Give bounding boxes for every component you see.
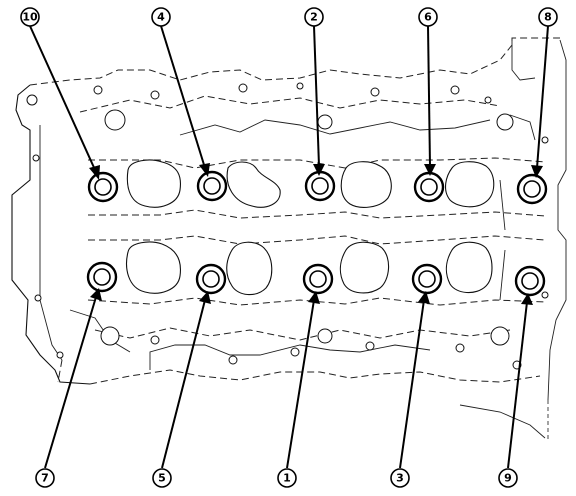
head-bolt (87, 171, 119, 203)
port-shapes (126, 159, 495, 296)
top-callouts: 10 4 2 6 8 (20, 7, 558, 27)
bottom-callouts: 7 5 1 3 9 (35, 468, 518, 488)
leader-arrow (399, 291, 430, 469)
callout-number: 10 (22, 11, 38, 24)
leader-arrow (44, 288, 102, 469)
head-bolt (304, 170, 336, 202)
callout-badge: 4 (151, 7, 171, 27)
head-bolt (411, 263, 443, 295)
callout-number: 5 (158, 472, 166, 485)
callout-number: 8 (544, 11, 552, 24)
leader-arrow (313, 25, 325, 176)
head-bolt (86, 261, 118, 293)
head-bolt (516, 173, 548, 205)
leader-arrows (29, 25, 549, 469)
head-bolts (86, 170, 548, 297)
leader-arrow (286, 291, 320, 469)
callout-badge: 5 (152, 468, 172, 488)
callout-number: 2 (310, 11, 318, 24)
callout-number: 9 (504, 472, 512, 485)
callout-number: 1 (283, 472, 291, 485)
leader-arrow (160, 25, 210, 177)
callout-badge: 7 (35, 468, 55, 488)
callout-badge: 1 (277, 468, 297, 488)
leader-arrow (161, 291, 211, 469)
callout-badge: 9 (498, 468, 518, 488)
callout-number: 4 (157, 11, 165, 24)
leader-arrow (507, 293, 533, 469)
head-bolt (514, 265, 546, 297)
callout-badge: 2 (304, 7, 324, 27)
head-bolt (195, 263, 227, 295)
callout-badge: 6 (418, 7, 438, 27)
leader-arrow (29, 25, 100, 180)
callout-number: 6 (424, 11, 432, 24)
leader-arrow (531, 25, 549, 178)
small-holes (26, 82, 549, 370)
leader-arrow (424, 25, 436, 176)
callout-number: 7 (41, 472, 49, 485)
cylinder-head-outline (11, 37, 567, 440)
callout-badge: 8 (538, 7, 558, 27)
callout-badge: 3 (390, 468, 410, 488)
head-bolt (302, 263, 334, 295)
callout-badge: 10 (20, 7, 40, 27)
head-bolt (196, 170, 228, 202)
head-bolt (413, 171, 445, 203)
callout-number: 3 (396, 472, 404, 485)
